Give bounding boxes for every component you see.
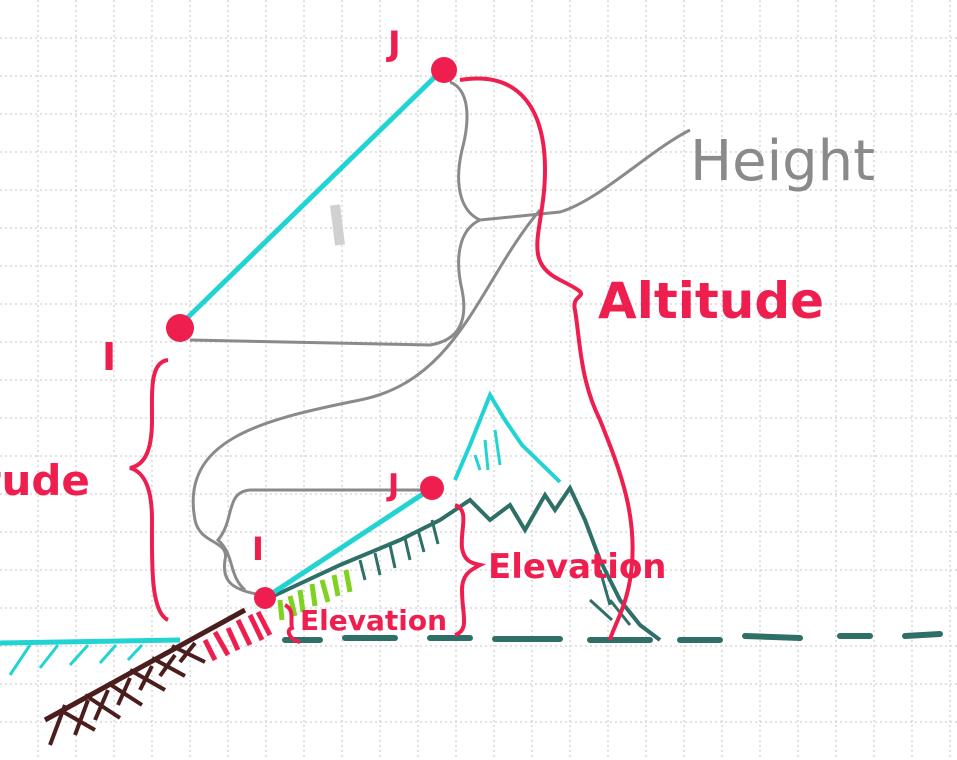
- height-guide-long: [191, 209, 542, 597]
- label-j-upper: J: [386, 24, 401, 64]
- altitude-curve-right: [459, 76, 635, 641]
- label-i-lower: I: [252, 530, 264, 568]
- label-altitude-right: Altitude: [598, 272, 824, 330]
- mountain: [264, 390, 662, 642]
- height-brace-upper: [189, 80, 484, 347]
- green-slope-hatching: [277, 569, 353, 621]
- underground-hatching: [48, 641, 206, 746]
- point-i-lower: [254, 587, 276, 609]
- label-j-lower: J: [386, 468, 399, 503]
- mountain-snow-lines: [473, 429, 502, 471]
- ground-line-dashed: [282, 631, 943, 643]
- elevation-brace-lower: [283, 603, 301, 644]
- label-height: Height: [690, 129, 875, 194]
- label-i-upper: I: [102, 335, 116, 379]
- height-leader: [479, 128, 691, 222]
- point-i-upper: [166, 314, 194, 342]
- ground-hatch-left: [8, 643, 144, 676]
- height-brace-lower: [215, 488, 425, 592]
- label-elevation-upper: Elevation: [488, 547, 667, 587]
- label-altitude-left: Altitude: [0, 456, 90, 505]
- point-j-lower: [420, 476, 444, 500]
- point-j-upper: [431, 57, 457, 83]
- mountain-snow-cap: [453, 390, 562, 484]
- mountain-body: [264, 483, 662, 642]
- elevation-brace-upper: [454, 503, 487, 637]
- altitude-guides: [129, 76, 635, 644]
- ground: [0, 569, 943, 746]
- line-i-j-lower: [263, 485, 434, 601]
- gray-blur-mark: [330, 204, 345, 246]
- ground-line-left: [0, 637, 181, 646]
- height-guides: [189, 80, 691, 597]
- red-slope-hatching: [202, 610, 273, 662]
- underground-slope: [43, 607, 247, 723]
- altitude-brace-left: [129, 358, 170, 622]
- label-elevation-lower: Elevation: [300, 604, 447, 637]
- line-i-j-upper: [178, 70, 442, 327]
